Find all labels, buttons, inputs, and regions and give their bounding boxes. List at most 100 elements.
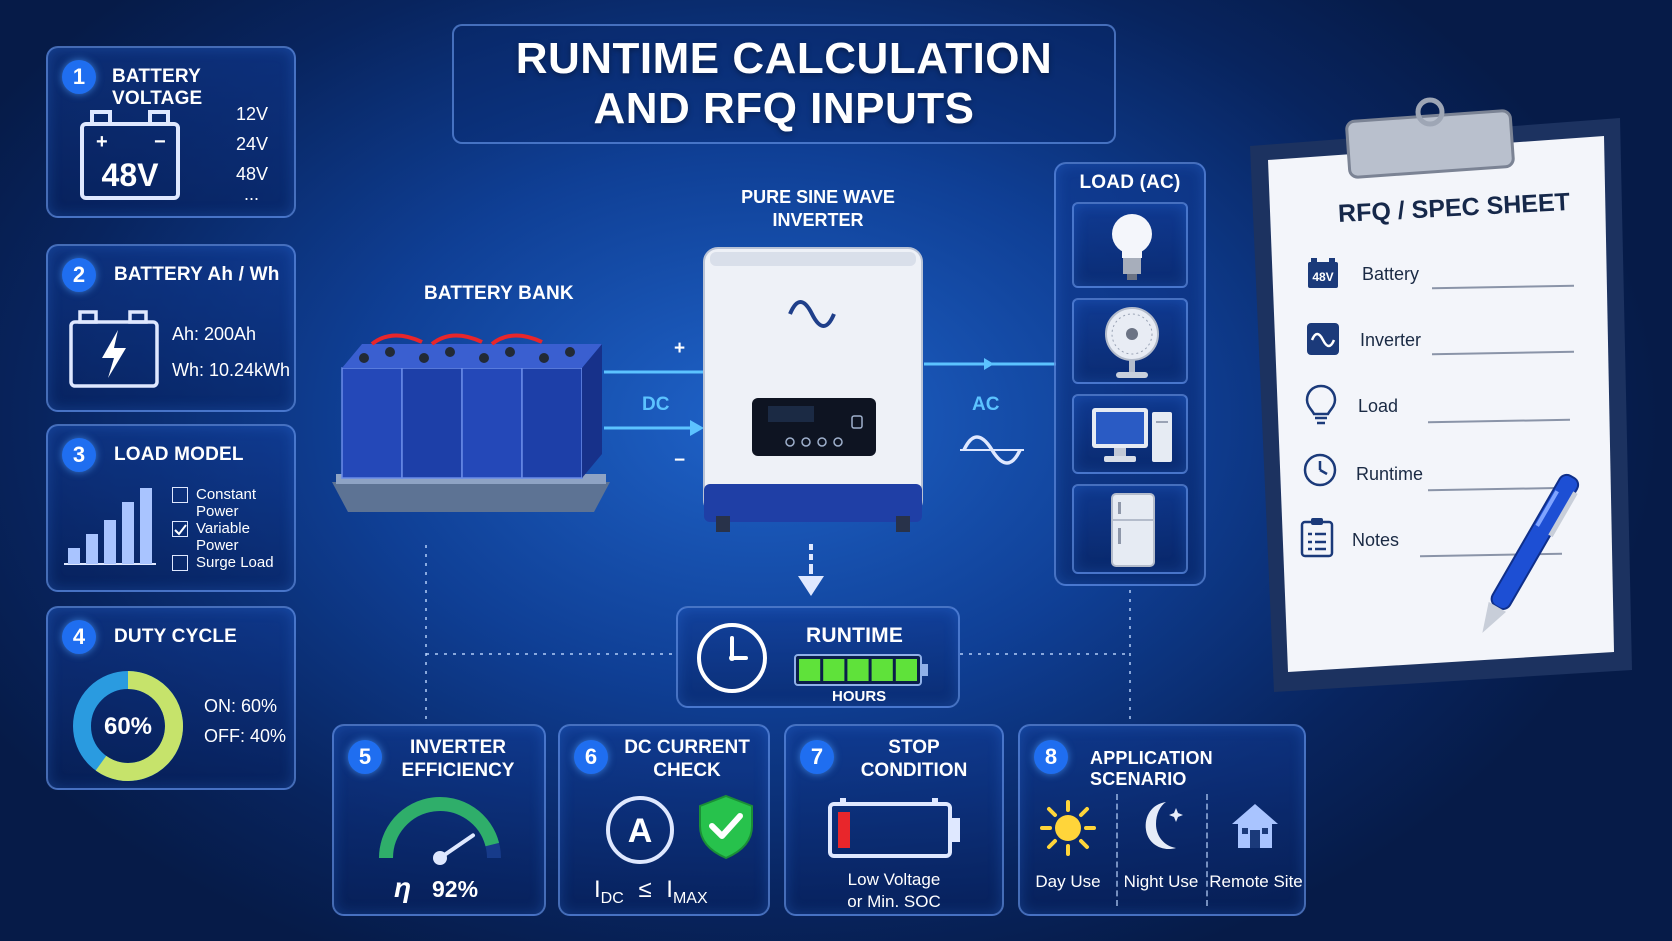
duty-cycle-panel: 4 DUTY CYCLE 60% ON: 60% OFF: 40% <box>46 606 296 790</box>
minus-terminal-label: − <box>674 450 686 471</box>
formula-operator: ≤ <box>638 876 652 903</box>
inverter-label: PURE SINE WAVE INVERTER <box>724 186 912 232</box>
application-scenario-panel: 8 APPLICATION SCENARIO Day Use Night Use… <box>1018 724 1306 916</box>
battery-bank-label: BATTERY BANK <box>424 283 574 304</box>
surge-load-checkbox[interactable] <box>172 555 188 571</box>
rfq-battery-icon-text: 48V <box>1312 270 1333 284</box>
stop-condition-title: STOP CONDITION <box>844 736 984 782</box>
formula-right: I <box>666 876 673 903</box>
formula-left-sub: DC <box>600 889 624 907</box>
load-item-light <box>1072 202 1188 288</box>
voltage-option-48v: 48V <box>236 164 269 184</box>
runtime-bar-segment <box>847 659 869 681</box>
constant-power-checkbox[interactable] <box>172 487 188 503</box>
title-line2: AND RFQ INPUTS <box>593 84 975 133</box>
battery-voltage-panel: 1 BATTERY VOLTAGE + − 48V 12V 24V 48V ..… <box>46 46 296 218</box>
checkmark-icon <box>174 524 187 536</box>
step-number-8: 8 <box>1034 740 1068 774</box>
light-bulb-small-icon <box>1305 384 1337 425</box>
surge-load-label: Surge Load <box>196 554 274 571</box>
load-item-computer <box>1072 394 1188 474</box>
runtime-battery-bar <box>794 654 928 686</box>
dc-current-check-panel: 6 DC CURRENT CHECK A IDC ≤ IMAX <box>558 724 770 916</box>
svg-text:−: − <box>154 131 166 153</box>
ac-flow-arrow <box>924 358 1056 370</box>
rfq-row-inverter: Inverter <box>1360 330 1422 350</box>
house-icon <box>1232 804 1278 848</box>
efficiency-gauge <box>379 797 501 865</box>
application-scenario-title: APPLICATION SCENARIO <box>1090 748 1213 789</box>
battery-bank-icon <box>332 333 610 512</box>
inverter-efficiency-title-line2: EFFICIENCY <box>401 760 515 781</box>
step-number-2: 2 <box>62 258 96 292</box>
dc-flow-arrows <box>604 370 704 436</box>
runtime-bar-segment <box>799 659 821 681</box>
low-battery-icon <box>828 798 960 858</box>
inverter-label-line1: PURE SINE WAVE <box>741 187 895 207</box>
duty-off-value: OFF: 40% <box>204 726 287 746</box>
battery-capacity-title: BATTERY Ah / Wh <box>114 264 280 285</box>
duty-on-value: ON: 60% <box>204 696 278 716</box>
step-number-5: 5 <box>348 740 382 774</box>
ammeter-letter: A <box>628 812 653 850</box>
battery-charge-icon <box>69 310 159 388</box>
dc-label: DC <box>642 394 670 415</box>
shield-check-icon <box>699 794 753 860</box>
scenario-remote-site: Remote Site <box>1209 872 1303 891</box>
inverter-small-icon <box>1307 323 1339 355</box>
load-model-title: LOAD MODEL <box>114 444 244 465</box>
constant-power-label: Constant Power <box>196 486 257 520</box>
title-line1: RUNTIME CALCULATION <box>515 34 1053 83</box>
battery-ah-value: Ah: 200Ah <box>172 324 257 344</box>
rfq-row-battery: Battery <box>1362 264 1420 284</box>
ammeter-icon: A <box>606 796 674 864</box>
inverter-efficiency-panel: 5 INVERTER EFFICIENCY η 92% <box>332 724 546 916</box>
efficiency-gauge-fill <box>379 797 500 859</box>
dc-current-check-title-line1: DC CURRENT <box>624 737 750 758</box>
plus-terminal-label: + <box>674 338 686 359</box>
load-item-refrigerator <box>1072 484 1188 574</box>
duty-on-arc <box>95 671 183 781</box>
light-bulb-icon <box>1112 214 1152 280</box>
scenario-night-use: Night Use <box>1123 872 1199 891</box>
voltage-option-12v: 12V <box>236 104 269 124</box>
battery-voltage-icon-text: 48V <box>102 157 160 193</box>
battery-small-icon: 48V <box>1308 258 1338 288</box>
fan-icon <box>1105 307 1159 378</box>
scenario-divider-1 <box>1116 794 1118 906</box>
sine-wave-icon <box>960 435 1024 465</box>
battery-48v-icon: + − 48V <box>80 110 180 200</box>
runtime-label: RUNTIME <box>806 624 904 647</box>
pen-icon <box>1482 473 1580 633</box>
svg-text:+: + <box>96 131 108 153</box>
load-item-fan <box>1072 298 1188 384</box>
runtime-unit: HOURS <box>832 688 887 705</box>
battery-capacity-panel: 2 BATTERY Ah / Wh Ah: 200Ah Wh: 10.24kWh <box>46 244 296 412</box>
stop-condition-panel: 7 STOP CONDITION Low Voltage or Min. SOC <box>784 724 1004 916</box>
load-ac-title: LOAD (AC) <box>1079 172 1181 193</box>
dc-current-check-title: DC CURRENT CHECK <box>612 736 762 782</box>
stop-condition-title-line2: CONDITION <box>860 760 968 781</box>
formula-right-sub: MAX <box>672 889 708 907</box>
scenario-divider-2 <box>1206 794 1208 906</box>
runtime-bar-segment <box>895 659 917 681</box>
step-number-6: 6 <box>574 740 608 774</box>
clock-icon <box>697 623 767 693</box>
inverter-efficiency-title-line1: INVERTER <box>409 737 507 758</box>
duty-cycle-donut-chart: 60% <box>73 671 183 781</box>
formula-left: I <box>594 876 601 903</box>
load-model-panel: 3 LOAD MODEL Constant Power Variable Pow… <box>46 424 296 592</box>
voltage-option-more: ... <box>244 184 260 204</box>
main-title: RUNTIME CALCULATION AND RFQ INPUTS <box>452 24 1116 144</box>
scenario-day-use: Day Use <box>1035 872 1101 891</box>
rfq-row-notes: Notes <box>1352 530 1400 550</box>
runtime-bar-segment <box>871 659 893 681</box>
step-number-1: 1 <box>62 60 96 94</box>
refrigerator-icon <box>1111 493 1155 567</box>
stop-condition-title-line1: STOP <box>888 737 940 758</box>
efficiency-value: 92% <box>432 876 479 902</box>
duty-cycle-title: DUTY CYCLE <box>114 626 238 647</box>
step-number-3: 3 <box>62 438 96 472</box>
variable-power-checkbox[interactable] <box>172 521 188 537</box>
voltage-option-24v: 24V <box>236 134 269 154</box>
